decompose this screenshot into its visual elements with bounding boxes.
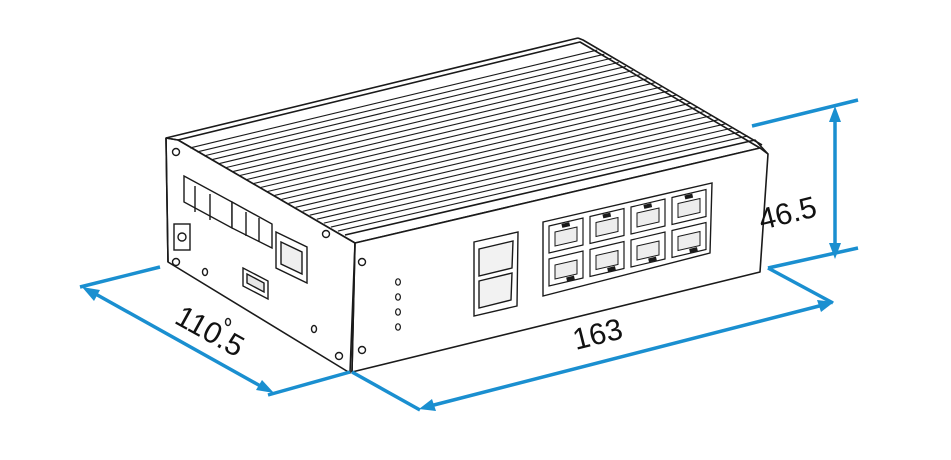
heatsink-fin [302,114,713,212]
top-rear-edge [165,37,579,139]
rj45-port [671,188,707,226]
arrowhead-icon [817,300,834,312]
heatsink-fin [330,131,741,228]
height-extension-bottom [767,246,859,270]
heatsink-fin [323,127,734,224]
vent-hole [224,317,232,327]
heatsink-fin [295,110,705,208]
width-extension-right [767,266,834,305]
status-led-icon [395,293,402,301]
side-panel [171,147,344,361]
screw-icon [357,345,367,355]
rj45-port [630,231,666,268]
screw-icon [171,147,181,157]
screw-icon [171,257,181,267]
arrowhead-icon [829,243,841,259]
arrowhead-icon [82,287,100,301]
heatsink-fin [218,65,626,165]
dimension-arrowheads [82,106,841,411]
status-led-icon [395,278,402,286]
arrowhead-icon [419,399,436,411]
heatsink-fin [232,74,641,173]
depth-extension-right [267,370,351,397]
heatsink-fin [281,102,691,200]
heatsink-fin [337,135,748,232]
screw-icon [321,229,331,239]
rj45-port [589,207,625,245]
status-led-icon [395,308,402,316]
ground-stud-nut [177,232,187,242]
front-edge [351,242,356,373]
sfp-cage [473,231,519,317]
heatsink-fin [204,57,612,157]
heatsink-fin [309,119,720,216]
status-led-icon [395,323,402,331]
heatsink-fin [260,90,670,189]
screw-icon [334,351,344,361]
terminal-block [183,174,273,250]
dimension-lines [79,98,859,412]
rj45-block [542,182,713,297]
heatsink-fin [196,53,605,153]
rj45-port [548,217,584,254]
heatsink-fin [211,61,619,161]
heatsink-fin [225,69,634,169]
heatsink-fin [246,82,655,181]
screw-icon [357,257,367,267]
heatsink-fin [239,78,648,177]
height-extension-top [751,98,859,128]
arrowhead-icon [256,380,274,393]
depth-extension-left [79,265,161,289]
status-led-group [395,278,402,331]
heatsink-fin [189,49,598,149]
vent-hole [201,267,209,277]
heatsink-fin [253,86,662,185]
rj45-port [548,250,584,287]
heatsink-fin [316,123,727,220]
side-rj45-port [275,230,308,285]
vent-hole [310,324,318,334]
heatsink-fin [267,94,677,193]
depth-dimension-line [91,290,265,390]
side-rear-edge [165,137,169,263]
heatsink-fins [189,49,748,232]
rj45-port [630,198,666,235]
rj45-port [589,240,625,278]
back-edge [577,37,763,146]
arrowhead-icon [829,106,841,122]
depth-dimension-label: 110.5 [170,300,250,364]
front-panel [357,182,713,355]
usb-port [242,266,269,301]
rj45-port [671,221,707,259]
width-dimension-line [429,303,824,408]
width-dimension-label: 163 [569,313,626,357]
heatsink-fin [274,98,684,196]
heatsink-fin [288,106,698,204]
rj45-port-group [548,188,707,287]
width-extension-left [351,370,421,412]
